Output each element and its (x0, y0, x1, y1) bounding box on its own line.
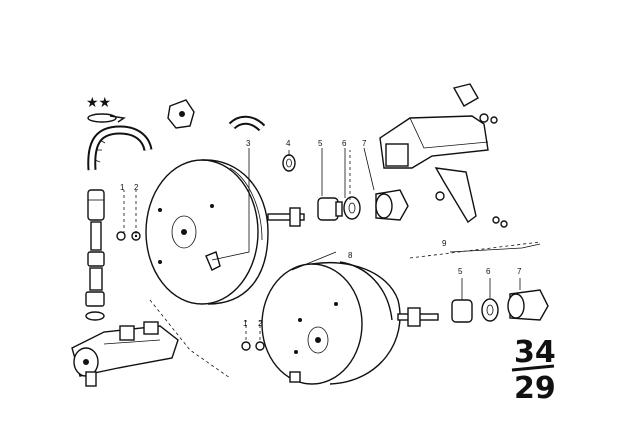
callout-5-upper: 5 (318, 139, 323, 148)
elbow-hose (228, 115, 266, 132)
callout-6-lower: 6 (486, 267, 491, 276)
callout-7-upper: 7 (362, 139, 367, 148)
page-number-top: 34 (514, 335, 556, 370)
nut-washer-upper (116, 231, 141, 241)
callout-1-lower: 1 (243, 319, 248, 328)
mounting-clip (167, 99, 195, 129)
check-valve-fitting (85, 189, 105, 321)
grommet (282, 154, 296, 172)
nut-washer-lower (241, 341, 265, 351)
callout-4: 4 (286, 139, 291, 148)
callout-2-lower: 2 (258, 319, 263, 328)
mounting-bracket (379, 83, 508, 228)
vacuum-hose (87, 125, 153, 171)
valve-parts-upper (317, 189, 409, 221)
callout-6-upper: 6 (342, 139, 347, 148)
callout-3: 3 (246, 139, 251, 148)
callout-2-upper: 2 (134, 183, 139, 192)
callout-9: 9 (442, 239, 447, 248)
star-marker: ★★ (86, 95, 111, 111)
brake-booster-lower (261, 261, 439, 385)
callout-1-upper: 1 (120, 183, 125, 192)
brake-booster-upper (145, 159, 305, 305)
leader-lines (211, 147, 541, 300)
hose-clamp-icon (87, 113, 126, 123)
dashed-guide-lines (123, 150, 541, 379)
master-cylinder (71, 321, 179, 387)
page-number-bottom: 29 (514, 371, 556, 406)
valve-parts-lower (451, 289, 549, 323)
callout-7-lower: 7 (517, 267, 522, 276)
callout-8: 8 (348, 251, 353, 260)
callout-5-lower: 5 (458, 267, 463, 276)
page-number-divider (511, 364, 555, 372)
